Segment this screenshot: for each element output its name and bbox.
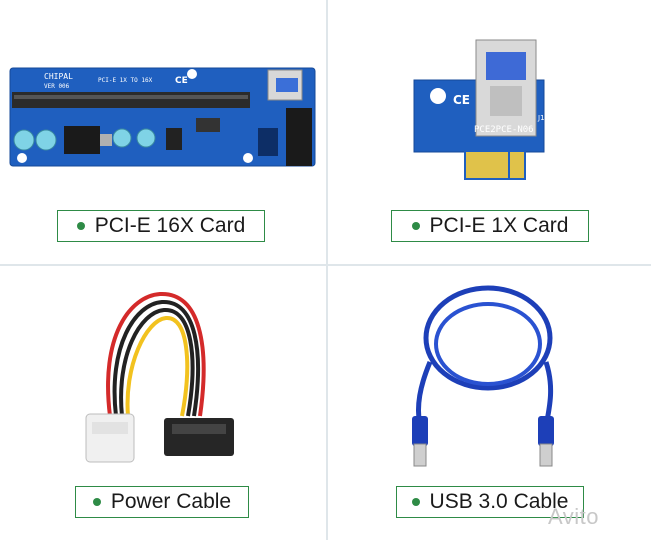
pcie-16x-board-image: CHIPAL VER 006 PCI-E 1X TO 16X CE — [9, 67, 316, 167]
bullet-dot — [92, 498, 101, 506]
avito-watermark: Avito — [548, 504, 600, 529]
label-pcie-16x: PCI-E 16X Card — [57, 210, 265, 242]
board-ref-1x: J1 — [537, 114, 545, 122]
board-model: PCI-E 1X TO 16X — [98, 77, 153, 84]
label-text: PCI-E 16X Card — [94, 214, 246, 237]
grid-divider-horizontal — [0, 264, 651, 266]
bullet-dot — [76, 222, 85, 230]
cell-pcie-16x: CHIPAL VER 006 PCI-E 1X TO 16X CE PCI-E … — [0, 0, 325, 264]
cell-pcie-1x: CE PCE2PCE-N06 J1 PCI-E 1X Card — [328, 0, 651, 264]
bullet-dot — [411, 222, 420, 230]
label-pcie-1x: PCI-E 1X Card — [391, 210, 589, 242]
cell-power-cable: Power Cable — [0, 266, 325, 530]
label-usb-cable: USB 3.0 Cable — [396, 486, 584, 518]
board-model-1x: PCE2PCE-N06 — [474, 125, 534, 135]
bullet-dot — [411, 498, 420, 506]
ce-mark: CE — [175, 76, 188, 86]
board-brand: CHIPAL — [44, 72, 73, 81]
pcie-1x-board-image: CE PCE2PCE-N06 J1 — [413, 39, 545, 180]
power-cable-image — [85, 291, 234, 463]
board-version: VER 006 — [44, 83, 70, 90]
usb-cable-image — [412, 285, 554, 467]
label-text: PCI-E 1X Card — [429, 214, 569, 237]
label-power-cable: Power Cable — [75, 486, 249, 518]
cell-usb-cable: USB 3.0 Cable — [328, 266, 651, 530]
ce-mark-1x: CE — [453, 93, 470, 107]
label-text: Power Cable — [110, 490, 232, 513]
grid-divider-vertical — [326, 0, 328, 540]
label-text: USB 3.0 Cable — [429, 490, 569, 513]
